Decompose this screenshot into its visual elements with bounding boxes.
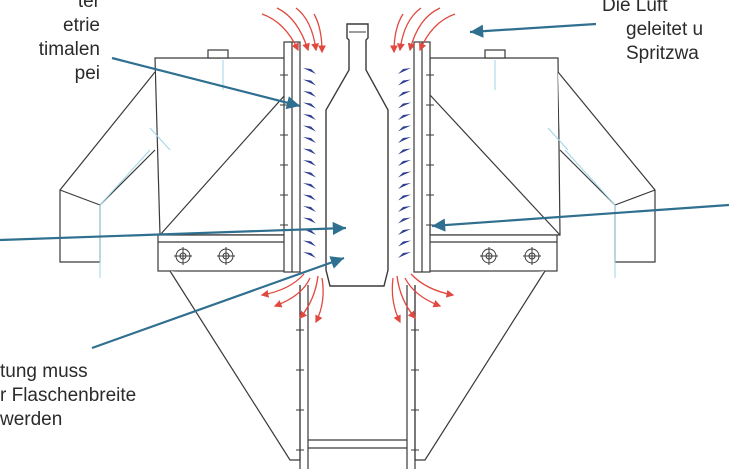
label-line: Die Luft bbox=[602, 0, 668, 16]
bottle bbox=[325, 23, 389, 287]
nozzle-jet-left bbox=[303, 148, 316, 155]
nozzle-jet-right bbox=[398, 229, 411, 235]
nozzle-jet-right bbox=[398, 252, 411, 258]
label-bottom-left: tung muss r Flaschenbreite werden bbox=[0, 360, 136, 432]
pointer-mid-right bbox=[431, 203, 729, 232]
air-flow-arrow bbox=[407, 7, 441, 52]
nozzle-jet-left bbox=[303, 217, 316, 224]
nozzle-jet-left bbox=[303, 240, 316, 247]
label-line: geleitet u bbox=[626, 19, 704, 40]
label-line: werden bbox=[0, 409, 63, 430]
nozzle-jet-left bbox=[303, 194, 316, 201]
nozzle-jet-left bbox=[303, 125, 316, 132]
pointer-lines bbox=[0, 22, 729, 350]
nozzle-jet-left bbox=[303, 114, 316, 120]
pointer-top-right bbox=[469, 22, 597, 38]
bolts bbox=[174, 247, 541, 265]
label-line: ter bbox=[77, 0, 100, 12]
nozzle-jet-right bbox=[398, 114, 411, 120]
air-flow-arrow bbox=[276, 7, 310, 52]
air-flow-arrow bbox=[396, 275, 416, 319]
air-flow-arrow bbox=[261, 13, 299, 52]
nozzle-jet-left bbox=[303, 229, 316, 235]
nozzle-jet-right bbox=[398, 217, 411, 224]
nozzle-jet-left bbox=[303, 183, 316, 189]
nozzle-jet-right bbox=[398, 137, 411, 143]
label-line: etrie bbox=[63, 15, 100, 36]
nozzle-jet-right bbox=[398, 240, 411, 247]
nozzle-jet-right bbox=[398, 160, 411, 166]
air-flow-arrow bbox=[404, 277, 442, 308]
air-flow-arrow bbox=[260, 273, 305, 298]
right-hood-slope bbox=[429, 94, 561, 236]
nozzle-jet-right bbox=[398, 125, 411, 132]
label-top-right: Die Luft geleitet u Spritzwa bbox=[602, 0, 703, 66]
air-flow-arrow bbox=[299, 275, 319, 319]
nozzle-jet-right bbox=[398, 68, 411, 74]
nozzle-jet-left bbox=[303, 91, 316, 97]
label-line: Spritzwa bbox=[626, 43, 699, 64]
nozzle-jet-right bbox=[398, 206, 411, 212]
label-line: pei bbox=[74, 63, 100, 84]
nozzle-jet-left bbox=[303, 252, 316, 258]
nozzle-jet-left bbox=[303, 102, 316, 109]
lower-funnel bbox=[169, 270, 546, 469]
air-flow-arrow bbox=[295, 7, 320, 52]
air-flow-arrows bbox=[260, 7, 456, 324]
pointer-mid-left bbox=[0, 221, 347, 242]
nozzle-jet-right bbox=[398, 171, 411, 178]
air-flow-arrow bbox=[273, 277, 311, 308]
axis-lines bbox=[99, 60, 616, 278]
outer-housing bbox=[59, 49, 656, 263]
pointer-bottom-left bbox=[91, 256, 345, 350]
pointer-top-left bbox=[111, 56, 301, 110]
nozzle-jet-left bbox=[303, 171, 316, 178]
label-top-left: ter etrie timalen pei bbox=[0, 0, 100, 86]
nozzle-jet-left bbox=[303, 206, 316, 212]
nozzle-jet-left bbox=[303, 79, 316, 86]
nozzle-jet-right bbox=[398, 148, 411, 155]
nozzle-jet-right bbox=[398, 91, 411, 97]
nozzle-jet-right bbox=[398, 194, 411, 201]
nozzle-jet-right bbox=[398, 79, 411, 86]
air-flow-arrow bbox=[313, 13, 326, 54]
air-flow-arrow bbox=[410, 273, 455, 298]
label-line: tung muss bbox=[0, 361, 88, 382]
air-flow-arrow bbox=[391, 277, 401, 324]
nozzle-jet-left bbox=[303, 137, 316, 143]
air-flow-arrow bbox=[315, 277, 324, 324]
air-flow-arrow bbox=[390, 13, 404, 54]
nozzle-jets bbox=[303, 68, 411, 258]
nozzle-jet-right bbox=[398, 183, 411, 189]
label-line: r Flaschenbreite bbox=[0, 385, 137, 406]
left-wing bbox=[59, 71, 156, 263]
air-flow-arrow bbox=[418, 13, 456, 52]
nozzle-jet-left bbox=[303, 68, 316, 74]
column-ticks bbox=[280, 74, 434, 226]
nozzle-jet-right bbox=[398, 102, 411, 109]
right-wing bbox=[557, 71, 656, 263]
funnel-ticks bbox=[296, 329, 419, 451]
nozzle-jet-left bbox=[303, 160, 316, 166]
air-flow-arrow bbox=[396, 7, 422, 52]
label-line: timalen bbox=[38, 39, 100, 60]
